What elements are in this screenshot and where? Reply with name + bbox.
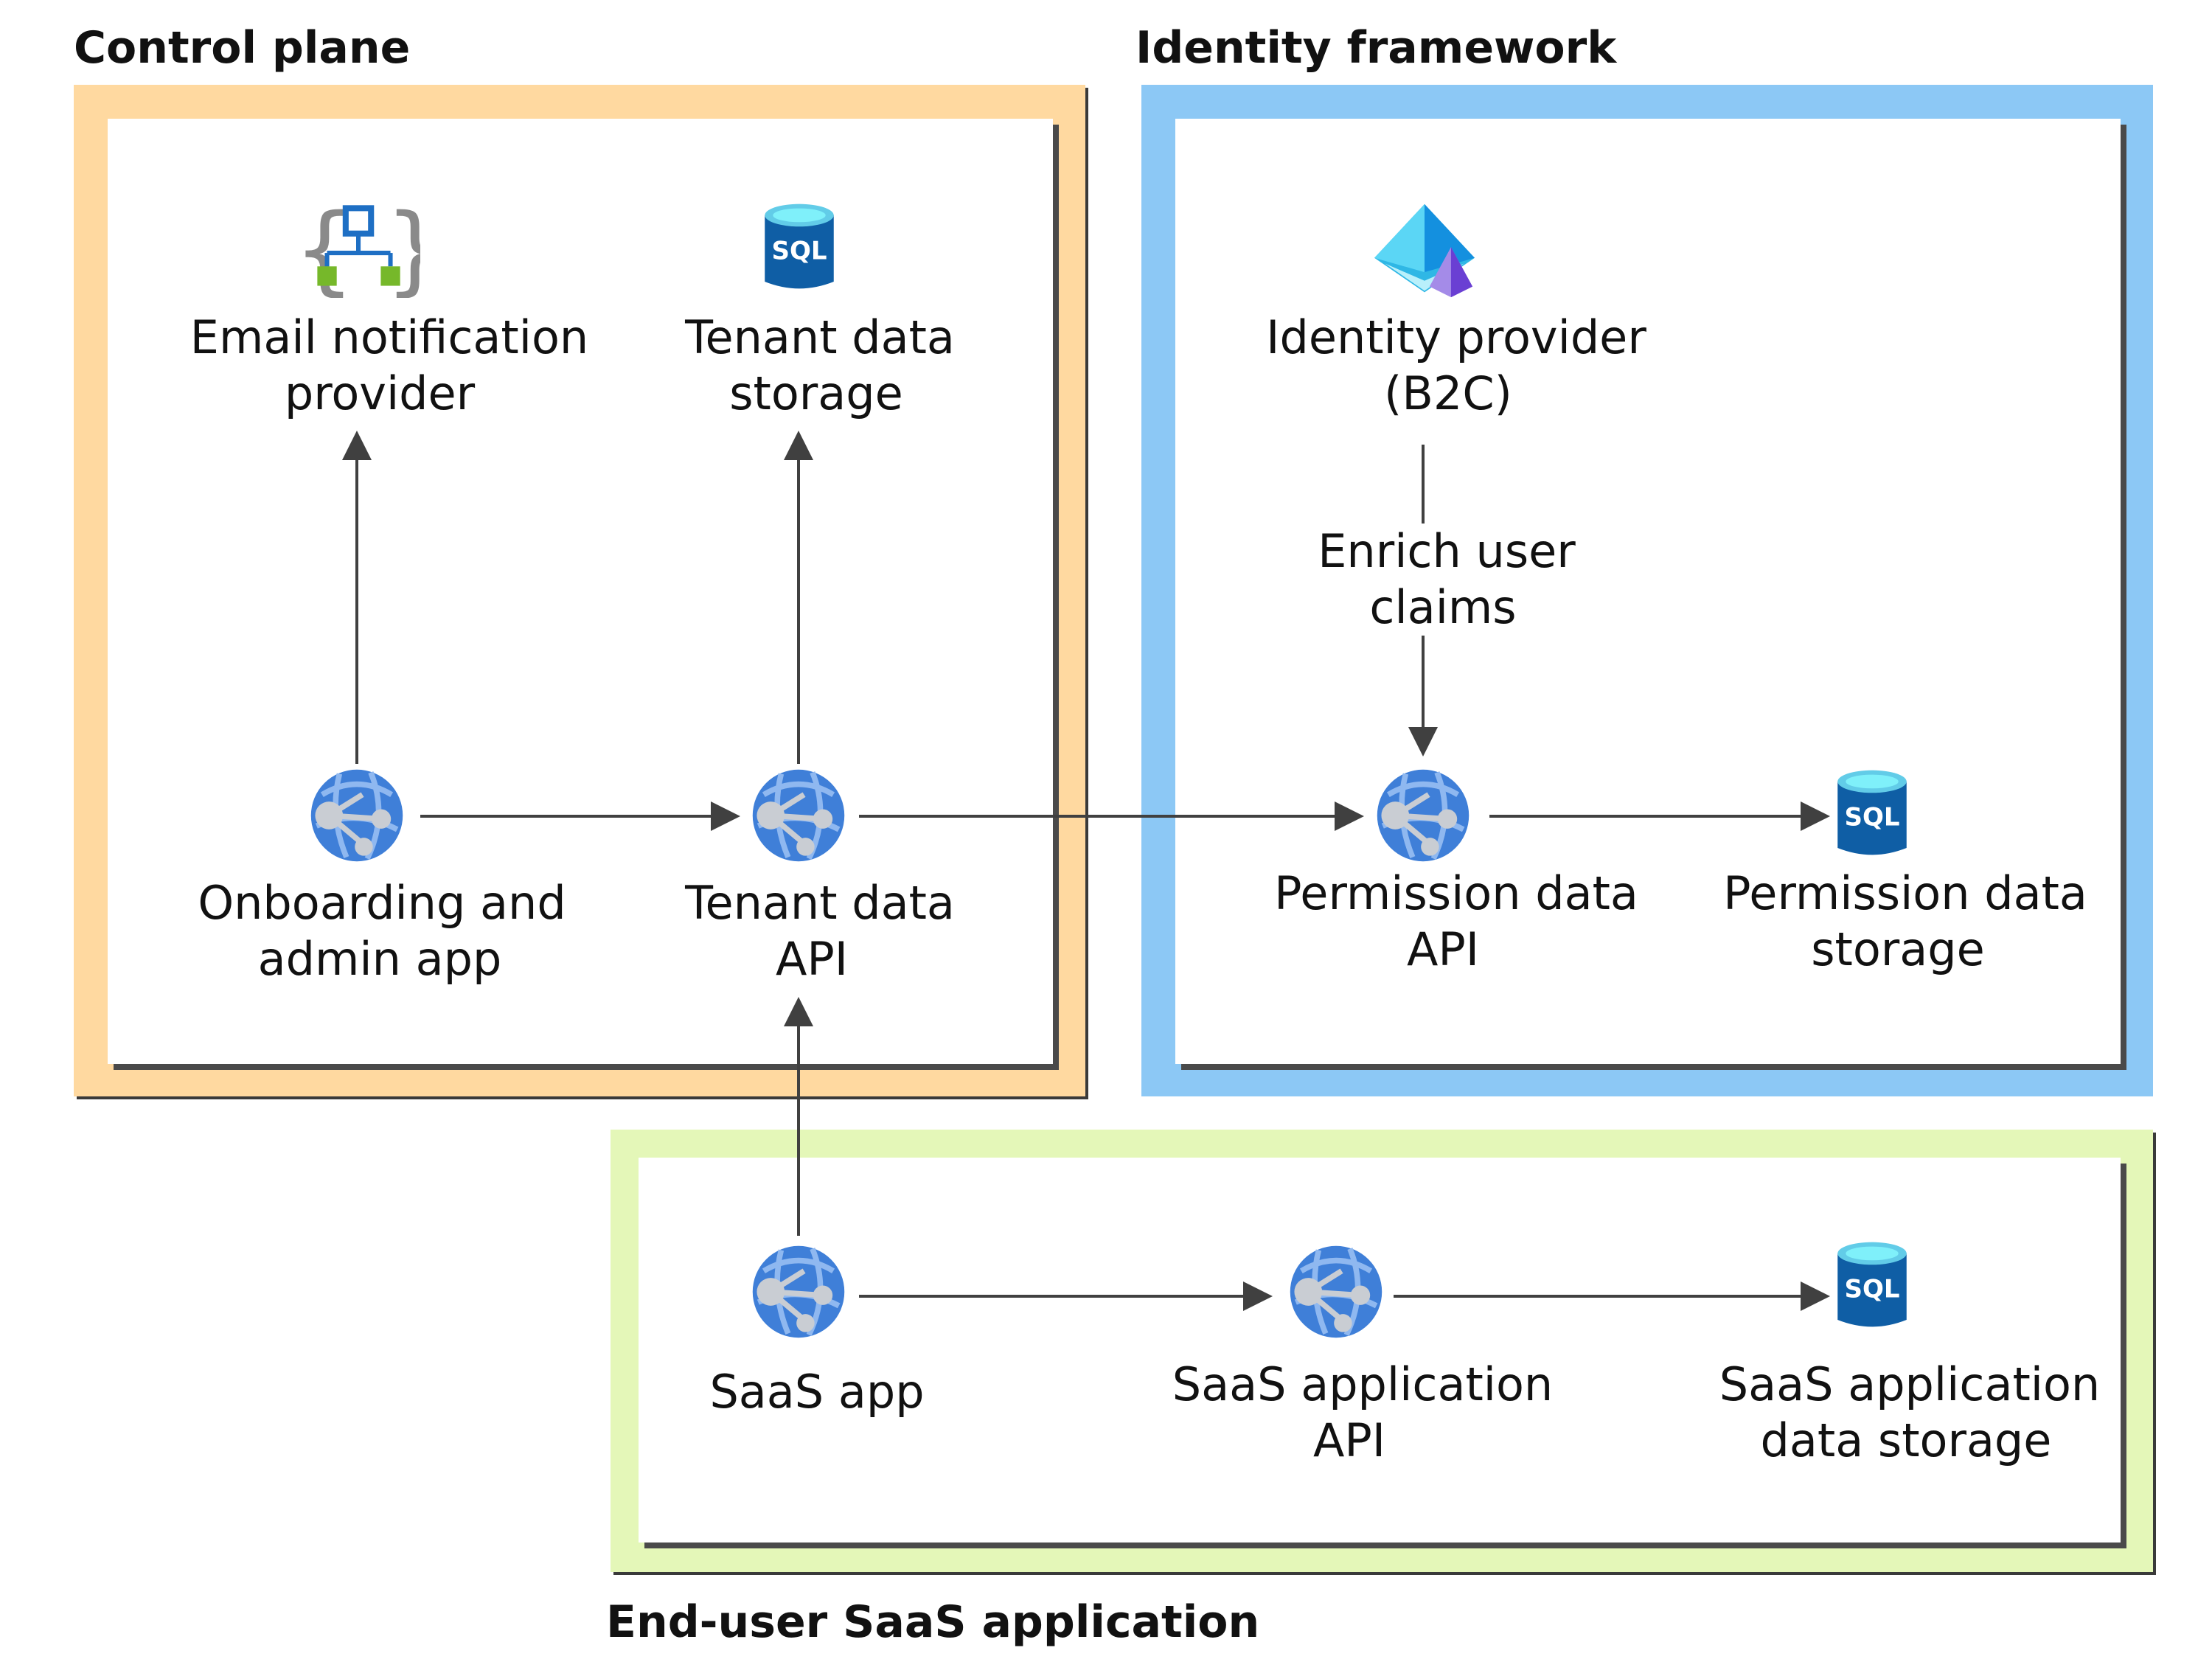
- web-app-icon: [750, 767, 847, 864]
- tenant-data-api-label: Tenant data API: [685, 875, 955, 987]
- saas-application-api-line1: SaaS application: [1172, 1357, 1554, 1411]
- saas-app-label: SaaS app: [709, 1364, 924, 1420]
- web-app-icon: [1374, 767, 1472, 864]
- enrich-user-claims-line1: Enrich user: [1318, 524, 1576, 578]
- web-app-icon: [308, 767, 406, 864]
- sql-database-icon: [1834, 767, 1910, 863]
- email-notification-provider-line1: Email notification: [189, 310, 589, 364]
- end-user-saas-title: End-user SaaS application: [606, 1596, 1260, 1648]
- saas-application-data-storage-line1: SaaS application: [1719, 1357, 2101, 1411]
- permission-data-storage-line2: storage: [1811, 922, 1985, 976]
- tenant-data-api-line1: Tenant data: [685, 876, 955, 930]
- control-plane-inner: [108, 119, 1053, 1064]
- permission-data-storage-label: Permission data storage: [1723, 866, 2087, 978]
- onboarding-admin-app-line1: Onboarding and: [198, 876, 566, 930]
- identity-provider-line2: (B2C): [1384, 366, 1512, 420]
- permission-data-api-label: Permission data API: [1274, 866, 1638, 978]
- identity-provider-line1: Identity provider: [1266, 310, 1646, 364]
- saas-application-api-label: SaaS application API: [1172, 1357, 1553, 1469]
- tenant-data-storage-line2: storage: [729, 366, 903, 420]
- onboarding-admin-app-label: Onboarding and admin app: [198, 875, 566, 987]
- identity-framework-title: Identity framework: [1135, 22, 1617, 74]
- web-app-icon: [1287, 1243, 1385, 1340]
- email-notification-provider-line2: provider: [284, 366, 476, 420]
- onboarding-admin-app-line2: admin app: [257, 932, 502, 986]
- tenant-data-storage-line1: Tenant data: [685, 310, 955, 364]
- saas-application-api-line2: API: [1312, 1413, 1386, 1467]
- permission-data-storage-line1: Permission data: [1723, 866, 2087, 920]
- saas-application-data-storage-label: SaaS application data storage: [1719, 1357, 2100, 1469]
- control-plane-title: Control plane: [74, 22, 411, 74]
- identity-provider-label: Identity provider (B2C): [1266, 310, 1646, 422]
- logic-app-icon: [293, 201, 420, 298]
- saas-app-line1: SaaS app: [709, 1365, 925, 1419]
- sql-database-icon: [762, 201, 837, 296]
- end-user-saas-inner: [639, 1158, 2121, 1543]
- saas-application-data-storage-line2: data storage: [1760, 1413, 2052, 1467]
- web-app-icon: [750, 1243, 847, 1340]
- sql-database-icon: [1834, 1239, 1910, 1335]
- permission-data-api-line2: API: [1406, 922, 1480, 976]
- permission-data-api-line1: Permission data: [1274, 866, 1638, 920]
- enrich-user-claims-line2: claims: [1369, 580, 1517, 634]
- azure-ad-b2c-icon: [1370, 201, 1479, 301]
- email-notification-provider-label: Email notification provider: [190, 310, 588, 422]
- enrich-user-claims-label: Enrich user claims: [1318, 524, 1576, 636]
- tenant-data-api-line2: API: [775, 932, 849, 986]
- tenant-data-storage-label: Tenant data storage: [685, 310, 955, 422]
